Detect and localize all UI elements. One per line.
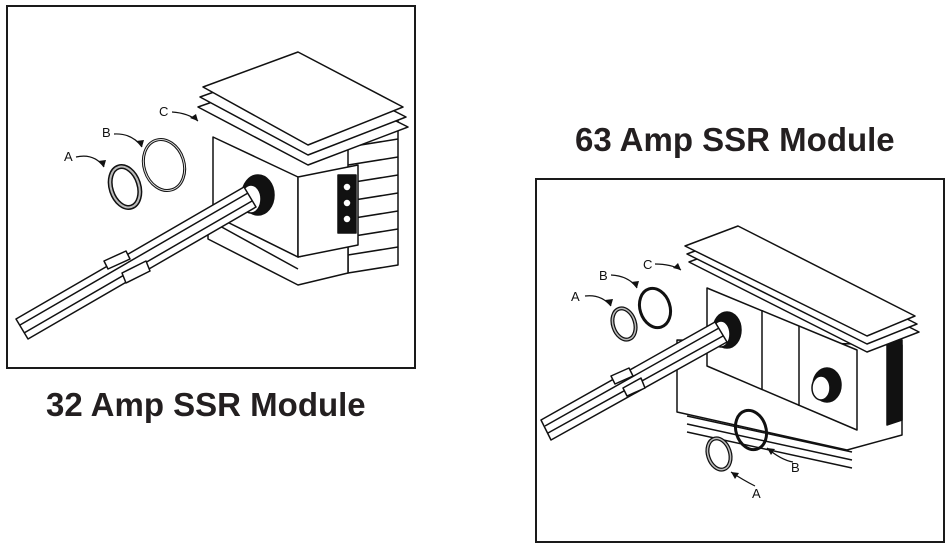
callout-a2-63: A <box>752 486 761 501</box>
o-ring-b2-63 <box>733 408 769 452</box>
callout-c-32: C <box>159 104 168 119</box>
diagram-32-amp-panel: A B C <box>6 5 416 369</box>
caption-32-amp: 32 Amp SSR Module <box>46 386 366 423</box>
top-plate-upper-32 <box>202 51 404 146</box>
diagram-63-amp-panel: A B C A B <box>535 178 945 543</box>
ssr-32-illustration: A B C <box>15 51 409 340</box>
caption-63-amp: 63 Amp SSR Module <box>575 121 895 158</box>
callout-b2-63: B <box>791 460 800 475</box>
cable-32 <box>15 186 257 340</box>
cable-63 <box>540 321 728 441</box>
ssr-63-illustration: A B C A B <box>540 225 920 501</box>
callout-a-63: A <box>571 289 580 304</box>
callout-b-63: B <box>599 268 608 283</box>
o-ring-b-63 <box>637 286 673 330</box>
callout-a-32: A <box>64 149 73 164</box>
o-ring-b-32 <box>141 138 187 192</box>
callout-b-32: B <box>102 125 111 140</box>
callout-c-63: C <box>643 257 652 272</box>
top-plate-upper-63 <box>684 225 916 337</box>
